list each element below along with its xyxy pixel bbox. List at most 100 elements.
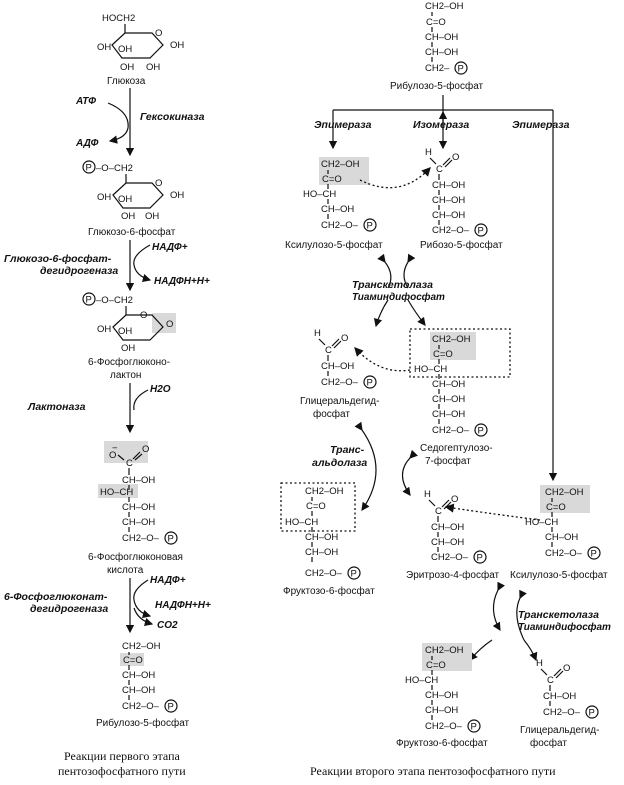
e4p-structure: H C O CH–OH CH–OH CH2–O– P: [424, 489, 487, 564]
svg-text:CH2–O–: CH2–O–: [321, 377, 359, 388]
co2-label: CO2: [157, 620, 178, 631]
f6p-bottom-structure: CH2–OH C=O HO–CH CH–OH CH–OH CH2–O– P: [405, 643, 481, 733]
svg-text:CH2–O–: CH2–O–: [122, 533, 160, 544]
svg-text:HO–CH: HO–CH: [100, 487, 133, 498]
f6p-bottom-label: Фруктозо-6-фосфат: [396, 737, 488, 749]
s7p-label-1: Седогептулозо-: [420, 443, 493, 454]
svg-text:P: P: [367, 378, 373, 389]
svg-text:H: H: [425, 147, 432, 158]
svg-text:P: P: [458, 64, 464, 75]
g6pdh-label-1: Глюкозо-6-фосфат-: [4, 253, 112, 265]
svg-text:H: H: [314, 328, 321, 339]
svg-text:CH–OH: CH–OH: [425, 705, 458, 716]
svg-text:C=O: C=O: [123, 655, 143, 666]
svg-text:CH2–OH: CH2–OH: [425, 1, 464, 12]
caption-left-2: пентозофосфатного пути: [58, 764, 186, 778]
svg-text:CH2–OH: CH2–OH: [321, 159, 360, 170]
svg-text:CH2–OH: CH2–OH: [305, 486, 344, 497]
svg-text:C: C: [436, 164, 443, 175]
svg-text:CH2–O–: CH2–O–: [425, 721, 463, 732]
gluconate-label-2: кислота: [107, 565, 144, 576]
glucose-label: Глюкоза: [107, 76, 146, 87]
gluconate-label-1: 6-Фосфоглюконовая: [88, 551, 183, 563]
svg-text:CH–OH: CH–OH: [425, 32, 458, 43]
transketolase2-label: Транскетолаза: [518, 609, 599, 621]
svg-text:P: P: [86, 295, 92, 306]
nadph-label-1: НАДФН+Н+: [154, 276, 210, 287]
svg-text:CH–OH: CH–OH: [432, 394, 465, 405]
g3p-bottom-label-1: Глицеральдегид-: [520, 725, 599, 736]
svg-text:CH2–: CH2–: [425, 63, 450, 74]
svg-text:OH: OH: [97, 192, 111, 203]
g3p-label-2: фосфат: [313, 408, 350, 420]
svg-text:CH2–O–: CH2–O–: [432, 225, 470, 236]
svg-text:O: O: [166, 319, 173, 330]
water-label: H2O: [150, 384, 171, 395]
xu5p-label: Ксилулозо-5-фосфат: [285, 239, 383, 251]
svg-text:CH–OH: CH–OH: [122, 517, 155, 528]
svg-text:CH2–OH: CH2–OH: [122, 641, 161, 652]
svg-text:P: P: [478, 426, 484, 437]
svg-text:OH: OH: [97, 42, 111, 53]
svg-text:C=O: C=O: [546, 502, 566, 513]
glucose-structure: HOCH2 O OH OH OH OH OH: [97, 13, 184, 73]
svg-text:P: P: [367, 221, 373, 232]
svg-text:OH: OH: [120, 62, 134, 73]
ru5p-left-structure: CH2–OH C=O CH–OH CH–OH CH2–O– P: [120, 641, 178, 713]
svg-text:HO–CH: HO–CH: [285, 517, 318, 528]
svg-text:C=O: C=O: [322, 174, 342, 185]
svg-text:C: C: [126, 458, 133, 469]
svg-text:−: −: [112, 443, 118, 454]
svg-text:C=O: C=O: [306, 501, 326, 512]
ru5p-top-structure: CH2–OH C=O CH–OH CH–OH CH2– P: [425, 1, 468, 75]
epimerase-right-label: Эпимераза: [512, 119, 570, 131]
atp-label: АТФ: [75, 96, 96, 107]
svg-text:OH: OH: [145, 211, 159, 222]
svg-text:CH–OH: CH–OH: [305, 532, 338, 543]
g3p-bottom-structure: H C O CH–OH CH2–O– P: [536, 658, 599, 719]
svg-text:CH2–OH: CH2–OH: [432, 334, 471, 345]
svg-text:HO–CH: HO–CH: [303, 189, 336, 200]
svg-text:CH2–O–: CH2–O–: [431, 552, 469, 563]
svg-text:CH–OH: CH–OH: [122, 502, 155, 513]
nadp-label-1: НАДФ+: [152, 242, 188, 253]
svg-text:CH–OH: CH–OH: [321, 204, 354, 215]
svg-text:CH–OH: CH–OH: [122, 475, 155, 486]
xu5p-right-label: Ксилулозо-5-фосфат: [510, 569, 608, 581]
svg-text:CH–OH: CH–OH: [543, 691, 576, 702]
r5p-structure: H C O CH–OH CH–OH CH–OH CH2–O– P: [425, 147, 488, 237]
f6p-structure: CH2–OH C=O HO–CH CH–OH CH–OH CH2–O– P: [280, 482, 361, 580]
ru5p-left-label: Рибулозо-5-фосфат: [96, 717, 190, 729]
glucose-c6: HOCH2: [102, 13, 135, 24]
svg-text:CH2–O–: CH2–O–: [543, 707, 581, 718]
svg-text:P: P: [471, 722, 477, 733]
svg-text:O: O: [155, 178, 162, 189]
svg-text:CH2–O–: CH2–O–: [122, 701, 160, 712]
svg-text:O: O: [109, 450, 116, 461]
svg-text:CH–OH: CH–OH: [432, 409, 465, 420]
svg-text:OH: OH: [97, 324, 111, 335]
xu5p-right-structure: CH2–OH C=O HO–CH CH–OH CH2–O– P: [525, 485, 601, 560]
g6pdh-label-2: дегидрогеназа: [40, 265, 118, 277]
g6p-structure: P –O–CH2 O OH OH OH OH OH: [82, 160, 184, 222]
svg-text:HO–CH: HO–CH: [414, 364, 447, 375]
transketolase1-label: Транскетолаза: [352, 279, 433, 291]
svg-text:OH: OH: [121, 211, 135, 222]
svg-text:CH2–O–: CH2–O–: [305, 568, 343, 579]
svg-text:OH: OH: [170, 190, 184, 201]
svg-text:CH–OH: CH–OH: [305, 547, 338, 558]
transaldolase-label-1: Транс-: [330, 444, 365, 456]
svg-text:P: P: [477, 553, 483, 564]
svg-text:CH–OH: CH–OH: [425, 47, 458, 58]
g3p-structure: H C O CH–OH CH2–O– P: [314, 328, 377, 389]
svg-text:C: C: [547, 675, 554, 686]
g3p-label-1: Глицеральдегид-: [300, 396, 379, 407]
svg-text:HO–CH: HO–CH: [525, 517, 558, 528]
s7p-label-2: 7-фосфат: [425, 455, 471, 467]
lactone-label-1: 6-Фосфоглюконо-: [88, 356, 170, 368]
svg-text:P: P: [591, 549, 597, 560]
svg-text:CH–OH: CH–OH: [432, 195, 465, 206]
s7p-structure: CH2–OH C=O HO–CH CH–OH CH–OH CH–OH CH2–O…: [409, 328, 511, 437]
svg-text:CH2–O–: CH2–O–: [432, 425, 470, 436]
g6p-label: Глюкозо-6-фосфат: [88, 226, 176, 238]
